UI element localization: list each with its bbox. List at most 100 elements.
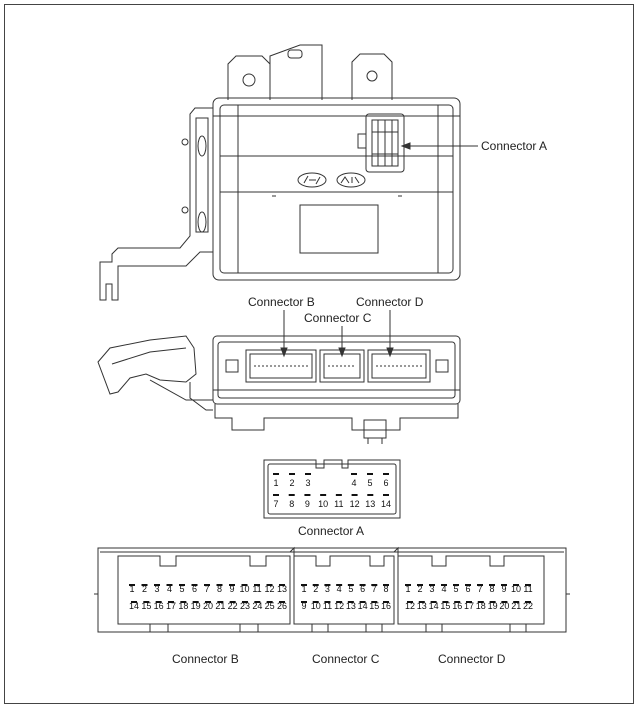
connector-d-caption: Connector D: [438, 652, 506, 666]
connector-b-pin-label: 20: [203, 601, 213, 611]
connector-c-pin-label: 5: [348, 584, 353, 594]
connector-a-pin-label: 12: [350, 499, 360, 509]
connector-d-pin-label: 15: [440, 601, 450, 611]
connector-d-terminal: [453, 584, 459, 586]
connector-d-pin-label: 22: [523, 601, 533, 611]
connector-b-terminal: [279, 601, 285, 603]
connector-a-terminal: [351, 494, 358, 496]
connector-b-terminal: [143, 601, 150, 603]
connector-b-terminal: [254, 601, 261, 603]
connector-b-pin-label: 17: [166, 601, 176, 611]
connector-b-terminal: [129, 584, 135, 586]
connector-b-terminal: [168, 601, 174, 603]
connector-b-pin-label: 24: [252, 601, 262, 611]
callout-arrow-d: [386, 347, 394, 358]
connector-c-terminal: [347, 601, 354, 603]
callout-arrow-b: [280, 347, 288, 358]
connector-d-terminal: [501, 601, 508, 603]
connector-c-pin-label: 15: [369, 601, 379, 611]
connector-a-terminal: [273, 494, 279, 496]
connector-a-pin-label: 5: [367, 478, 372, 488]
connector-a-callout-label: Connector A: [481, 139, 547, 153]
connector-a-terminal: [273, 473, 279, 475]
connector-b-pin-label: 5: [179, 584, 184, 594]
connector-c-pin-label: 10: [311, 601, 321, 611]
connector-d-terminal: [489, 601, 496, 603]
connector-a-pin-label: 8: [289, 499, 294, 509]
connector-b-terminal: [155, 601, 162, 603]
connector-c-terminal: [312, 601, 319, 603]
connector-c-terminal: [324, 584, 331, 586]
connector-d-terminal: [430, 601, 437, 603]
connector-d-terminal: [442, 601, 449, 603]
connector-d-pin-label: 9: [501, 584, 506, 594]
connector-d-pin-label: 16: [452, 601, 462, 611]
connector-b-terminal: [242, 601, 248, 603]
connector-d-pin-label: 20: [499, 601, 509, 611]
connector-b-pin-label: 19: [191, 601, 201, 611]
connector-a-terminal: [335, 494, 342, 496]
connector-b-terminal: [254, 584, 260, 586]
connector-a-terminal: [305, 473, 311, 475]
connector-d-pin-label: 13: [417, 601, 427, 611]
connector-b-terminal: [179, 584, 185, 586]
connector-b-pin-label: 15: [141, 601, 151, 611]
connector-b-pin-label: 9: [229, 584, 234, 594]
connector-c-pin-label: 16: [381, 601, 391, 611]
connector-a-terminal: [288, 494, 295, 496]
connector-b-terminal: [266, 584, 273, 586]
connector-a-pin-label: 13: [365, 499, 375, 509]
connector-d-terminal: [418, 601, 425, 603]
connector-b-pin-label: 1: [129, 584, 134, 594]
connector-d-pin-label: 21: [511, 601, 521, 611]
callout-arrow-a: [400, 142, 411, 150]
connector-d-pin-label: 17: [464, 601, 474, 611]
connector-b-pin-label: 23: [240, 601, 250, 611]
connector-b-caption: Connector B: [172, 652, 239, 666]
connector-b-terminal: [279, 584, 285, 586]
connector-d-terminal: [407, 601, 413, 603]
connector-d-terminal: [405, 584, 411, 586]
connector-a-pin-label: 2: [289, 478, 294, 488]
connector-c-pin-label: 8: [383, 584, 388, 594]
connector-d-pin-label: 8: [489, 584, 494, 594]
connector-b-pin-label: 10: [239, 584, 249, 594]
connector-d-callout-label: Connector D: [356, 295, 424, 309]
connector-a-pin-label: 9: [305, 499, 310, 509]
connector-d-terminal: [489, 584, 495, 586]
connector-c-terminal: [359, 584, 366, 586]
connector-d-terminal: [513, 584, 519, 586]
connector-b-terminal: [229, 601, 236, 603]
connector-b-callout-label: Connector B: [248, 295, 315, 309]
connector-a-pin-label: 3: [305, 478, 310, 488]
diagram-frame: [4, 4, 634, 704]
connector-d-pin-label: 11: [523, 584, 532, 594]
connector-b-terminal: [191, 584, 198, 586]
connector-c-callout-label: Connector C: [304, 311, 372, 325]
connector-d-terminal: [525, 601, 531, 603]
connector-d-terminal: [501, 584, 507, 586]
connector-b-pin-label: 16: [154, 601, 164, 611]
connector-c-terminal: [347, 584, 354, 586]
connector-c-pin-label: 9: [301, 601, 306, 611]
connector-b-pin-label: 21: [215, 601, 225, 611]
module-top-view: [99, 44, 461, 301]
connector-d-terminal: [466, 601, 472, 603]
connector-c-terminal: [359, 601, 366, 603]
connector-a-terminal: [367, 494, 374, 496]
connector-b-pin-label: 14: [129, 601, 139, 611]
connector-c-pin-label: 14: [358, 601, 368, 611]
connector-c-caption: Connector C: [312, 652, 380, 666]
connector-a-terminal: [383, 473, 389, 475]
module-side-view: [97, 335, 461, 444]
connector-c-terminal: [301, 601, 307, 603]
connector-b-terminal: [166, 584, 173, 586]
connector-c-terminal: [371, 601, 378, 603]
connector-b-terminal: [266, 601, 273, 603]
connector-d-pin-label: 2: [417, 584, 422, 594]
connector-d-terminal: [454, 601, 461, 603]
